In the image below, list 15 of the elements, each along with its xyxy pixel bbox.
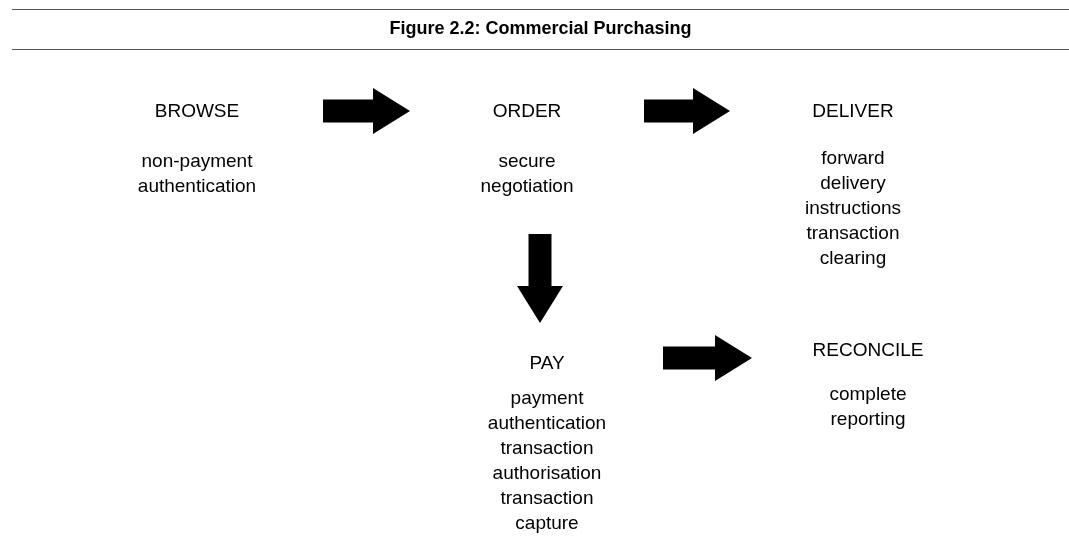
block-arrow [517, 234, 563, 323]
block-arrow [323, 88, 410, 134]
stage-description: payment authentication transaction authorisation transaction capture [486, 386, 608, 535]
stage-description: non-payment authentication [136, 149, 258, 198]
stage-description: complete reporting [828, 382, 908, 431]
block-arrow [644, 88, 730, 134]
stage-heading: DELIVER [812, 99, 894, 123]
figure-title: Figure 2.2: Commercial Purchasing [388, 17, 693, 40]
stage-heading: PAY [529, 351, 565, 375]
stage-heading: BROWSE [154, 99, 240, 123]
stage-heading: RECONCILE [812, 338, 924, 362]
stage-heading: ORDER [492, 99, 562, 123]
block-arrow [663, 335, 752, 381]
stage-description: secure negotiation [479, 149, 575, 198]
stage-description: forward delivery instructions transaction clearing [803, 146, 903, 270]
